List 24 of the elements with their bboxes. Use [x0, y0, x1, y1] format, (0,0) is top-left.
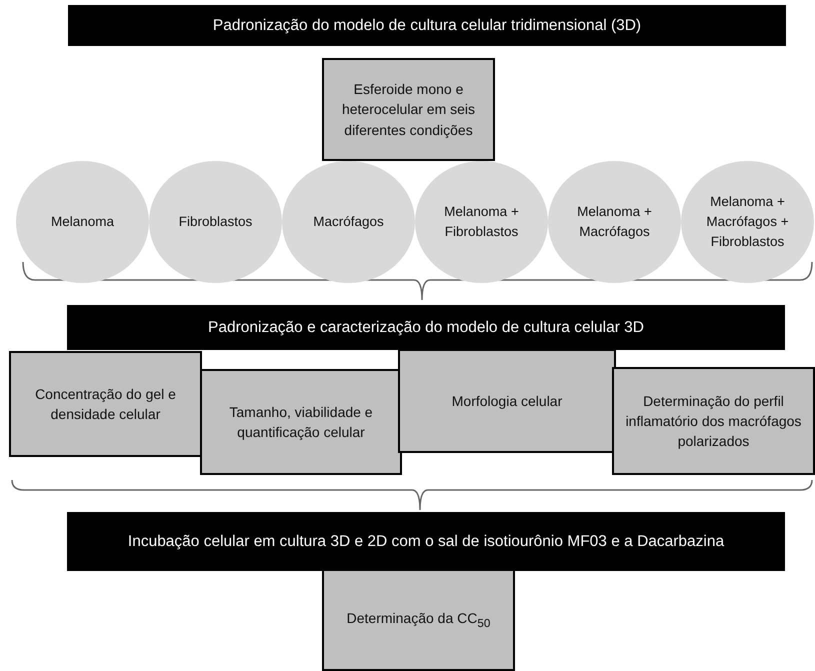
node-label: Padronização e caracterização do modelo de cultura celular 3D	[208, 318, 644, 338]
node-label: Melanoma	[50, 212, 114, 231]
heading-bar	[67, 305, 785, 350]
node-label: Padronização do modelo de cultura celular tridimensional (3D)	[212, 16, 642, 36]
process-box	[398, 349, 616, 453]
process-box	[612, 367, 815, 475]
node-label: Esferoide mono e heterocelular em seis diferentes condições	[340, 80, 476, 140]
node-label: Morfologia celular	[452, 392, 562, 411]
node-label: Determinação do perfil inflamatório dos macrófagos polarizados	[624, 392, 802, 452]
heading-bar	[68, 5, 786, 46]
heading-bar	[67, 512, 785, 571]
node-label: Melanoma + Macrófagos + Fibroblastos	[705, 192, 790, 252]
process-box	[322, 58, 495, 161]
node-label: Melanoma + Fibroblastos	[443, 202, 520, 241]
node-label: Determinação da CC$_{50}$	[346, 608, 490, 632]
node-label: Macrófagos	[313, 212, 384, 231]
node-label: Tamanho, viabilidade e quantificação celular	[228, 402, 374, 442]
process-box	[9, 351, 202, 457]
node-label: Melanoma + Macrófagos	[576, 202, 653, 241]
node-label: Fibroblastos	[178, 212, 252, 231]
node-label: Incubação celular em cultura 3D e 2D com o sal de isotiourônio MF03 e a Dacarbazina	[128, 532, 724, 552]
node-label: Concentração do gel e densidade celular	[34, 384, 177, 424]
process-box	[200, 369, 402, 475]
process-box	[322, 569, 515, 671]
